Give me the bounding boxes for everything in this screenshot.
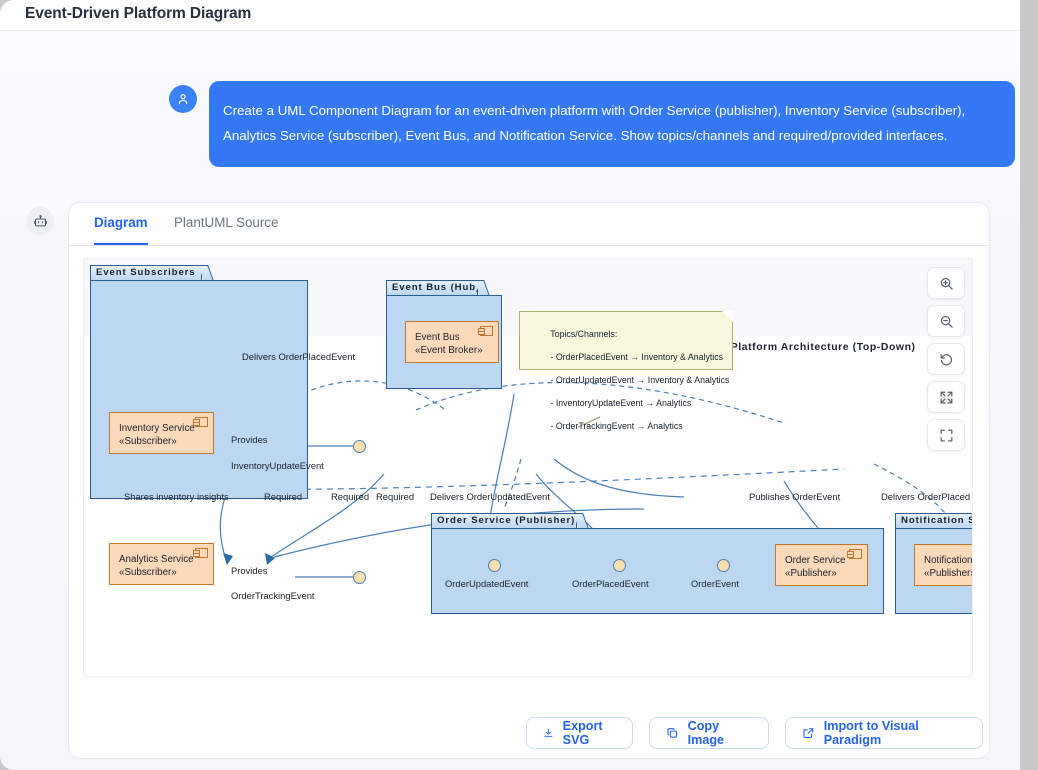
component-order-stereotype: «Publisher» [785, 568, 837, 579]
component-inventory-name: Inventory Service [119, 423, 195, 434]
card-footer: Export SVG Copy Image Import to Visual P… [69, 703, 989, 759]
copy-image-button[interactable]: Copy Image [649, 717, 769, 749]
fit-screen-icon [940, 391, 952, 403]
package-event-subscribers [90, 280, 308, 499]
label-required-3: Required [376, 491, 415, 502]
diagram-result-card: Diagram PlantUML Source Component Diagra… [68, 202, 990, 759]
package-tab-event-subscribers: Event Subscribers [90, 265, 202, 280]
component-icon [193, 548, 208, 558]
label-delivers-order-placed-top: Delivers OrderPlacedEvent [242, 351, 356, 362]
zoom-out-icon [940, 315, 953, 328]
label-required-1: Required [264, 491, 303, 502]
label-order-placed-event: OrderPlacedEvent [572, 578, 649, 589]
canvas-zoom-controls [927, 267, 965, 457]
label-shares-inventory-insights: Shares inventory insights [124, 491, 229, 502]
external-link-icon [803, 728, 814, 738]
label-order-updated-event: OrderUpdatedEvent [445, 578, 529, 589]
component-notification-stereotype: «Publisher» [924, 568, 973, 579]
note-line-4: - OrderTrackingEvent → Analytics [550, 421, 683, 432]
component-notification-name: Notification [924, 555, 973, 566]
interface-ball-order-placed[interactable] [613, 559, 626, 572]
component-inventory-service[interactable]: Inventory Service «Subscriber» [109, 412, 214, 454]
page-title: Event-Driven Platform Diagram [25, 5, 252, 22]
component-order-name: Order Service [785, 555, 846, 566]
page-body: Create a UML Component Diagram for an ev… [0, 31, 1020, 770]
label-publishes-order-event: Publishes OrderEvent [749, 491, 841, 502]
label-delivers-order-updated: Delivers OrderUpdatedEvent [430, 491, 550, 502]
package-tab-event-bus: Event Bus (Hub) [386, 280, 479, 295]
note-line-2: - OrderUpdatedEvent → Inventory & Analyt… [550, 374, 730, 385]
diagram-canvas[interactable]: Component Diagram: Event-Driven Platform… [83, 258, 973, 677]
user-avatar [169, 85, 197, 113]
reset-view-button[interactable] [927, 343, 965, 375]
copy-image-label: Copy Image [687, 719, 725, 747]
reset-view-icon [940, 353, 952, 365]
tab-bar: Diagram PlantUML Source [69, 203, 989, 246]
export-svg-button[interactable]: Export SVG [526, 717, 633, 749]
component-analytics-stereotype: «Subscriber» [119, 567, 177, 578]
label-inventory-update-event: InventoryUpdateEvent [231, 460, 324, 471]
component-icon [478, 326, 493, 336]
component-icon [847, 549, 862, 559]
import-visual-paradigm-label: Import to Visual Paradigm [823, 719, 919, 747]
component-notification-service[interactable]: Notification «Publisher» [914, 544, 973, 586]
fit-screen-button[interactable] [927, 381, 965, 413]
note-line-1: - OrderPlacedEvent → Inventory & Analyti… [550, 351, 724, 362]
tab-plantuml-source[interactable]: PlantUML Source [174, 215, 279, 230]
fullscreen-button[interactable] [927, 419, 965, 451]
component-bus-stereotype: «Event Broker» [415, 345, 483, 356]
label-required-2: Required [331, 491, 370, 502]
download-icon [544, 728, 553, 737]
import-visual-paradigm-button[interactable]: Import to Visual Paradigm [785, 717, 983, 749]
component-analytics-name: Analytics Service [119, 554, 194, 565]
zoom-in-icon [940, 277, 953, 290]
assistant-avatar [26, 207, 54, 235]
zoom-out-button[interactable] [927, 305, 965, 337]
interface-ball-order-event[interactable] [717, 559, 730, 572]
component-icon [193, 417, 208, 427]
user-icon [178, 94, 188, 105]
title-bar: Event-Driven Platform Diagram [0, 0, 1020, 31]
label-delivers-order-placed-right: Delivers OrderPlaced [881, 491, 971, 502]
export-svg-label: Export SVG [562, 719, 603, 747]
zoom-in-button[interactable] [927, 267, 965, 299]
interface-ball-order-updated[interactable] [488, 559, 501, 572]
fullscreen-icon [940, 429, 952, 441]
interface-ball-order-tracking[interactable] [353, 571, 366, 584]
window-scrollbar[interactable] [1020, 0, 1038, 770]
component-order-service[interactable]: Order Service «Publisher» [775, 544, 868, 586]
component-event-bus[interactable]: Event Bus «Event Broker» [405, 321, 499, 363]
component-bus-name: Event Bus [415, 332, 460, 343]
label-order-tracking-event: OrderTrackingEvent [231, 590, 315, 601]
copy-icon [667, 728, 678, 738]
note-line-3: - InventoryUpdateEvent → Analytics [550, 398, 692, 409]
package-tab-notification-service: Notification S [895, 513, 972, 528]
label-provides-analytics: Provides [231, 565, 268, 576]
tab-diagram[interactable]: Diagram [94, 215, 148, 245]
note-topics-channels: Topics/Channels: - OrderPlacedEvent → In… [519, 311, 733, 431]
robot-icon [33, 214, 47, 226]
label-provides-inventory: Provides [231, 434, 268, 445]
user-prompt-bubble: Create a UML Component Diagram for an ev… [209, 81, 1015, 167]
label-order-event: OrderEvent [691, 578, 739, 589]
package-tab-order-service: Order Service (Publisher) [431, 513, 577, 528]
component-inventory-stereotype: «Subscriber» [119, 436, 177, 447]
component-analytics-service[interactable]: Analytics Service «Subscriber» [109, 543, 214, 585]
note-title: Topics/Channels: [550, 328, 618, 339]
interface-ball-inventory-update[interactable] [353, 440, 366, 453]
